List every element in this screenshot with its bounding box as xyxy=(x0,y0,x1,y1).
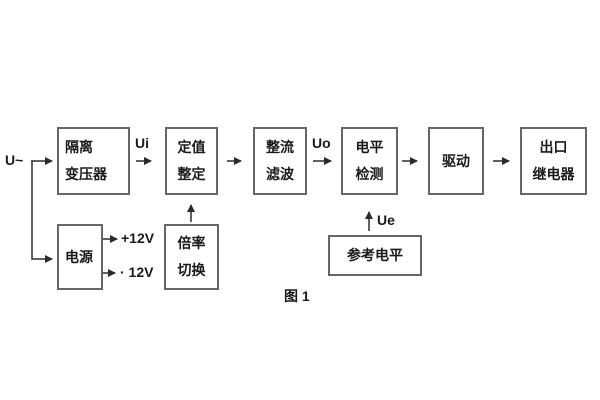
block-label-line: 滤波 xyxy=(266,166,294,182)
block-ratio-switching: 倍率 切换 xyxy=(164,224,219,290)
block-label-line: 倍率 xyxy=(177,235,206,251)
block-rectifier-filter: 整流 滤波 xyxy=(253,127,307,195)
block-label-line: 电平 xyxy=(355,139,384,155)
block-label-line: 出口 xyxy=(539,139,568,155)
block-label-line: 电源 xyxy=(65,248,93,265)
signal-label-u-input: U~ xyxy=(5,152,24,168)
block-label-line: 检测 xyxy=(355,166,384,182)
block-label-line: 整流 xyxy=(266,139,294,155)
block-reference-level: 参考电平 xyxy=(328,235,422,276)
signal-label-uo: Uo xyxy=(312,135,331,151)
block-label-line: 参考电平 xyxy=(347,247,403,263)
block-power-supply: 电源 xyxy=(57,224,103,290)
block-label-line: 切换 xyxy=(177,262,206,278)
signal-label-ue: Ue xyxy=(377,212,395,228)
block-label-line: 继电器 xyxy=(532,166,575,182)
block-label-line: 变压器 xyxy=(65,166,107,182)
block-driver: 驱动 xyxy=(428,127,484,195)
arrow-input-to-power xyxy=(31,161,53,263)
figure-caption: 图 1 xyxy=(284,288,310,304)
rail-label-plus-12v: +12V xyxy=(121,230,155,246)
block-output-relay: 出口 继电器 xyxy=(520,127,587,195)
block-label-line: 定值 xyxy=(177,139,206,155)
block-setpoint-setting: 定值 整定 xyxy=(165,127,218,195)
block-label-line: 隔离 xyxy=(65,139,93,155)
block-level-detection: 电平 检测 xyxy=(341,127,398,195)
signal-label-ui: Ui xyxy=(135,135,149,151)
block-label-line: 整定 xyxy=(177,166,206,182)
rail-label-minus-12v: · 12V xyxy=(120,264,154,280)
block-label-line: 驱动 xyxy=(442,152,470,169)
block-isolation-transformer: 隔离 变压器 xyxy=(57,127,130,195)
